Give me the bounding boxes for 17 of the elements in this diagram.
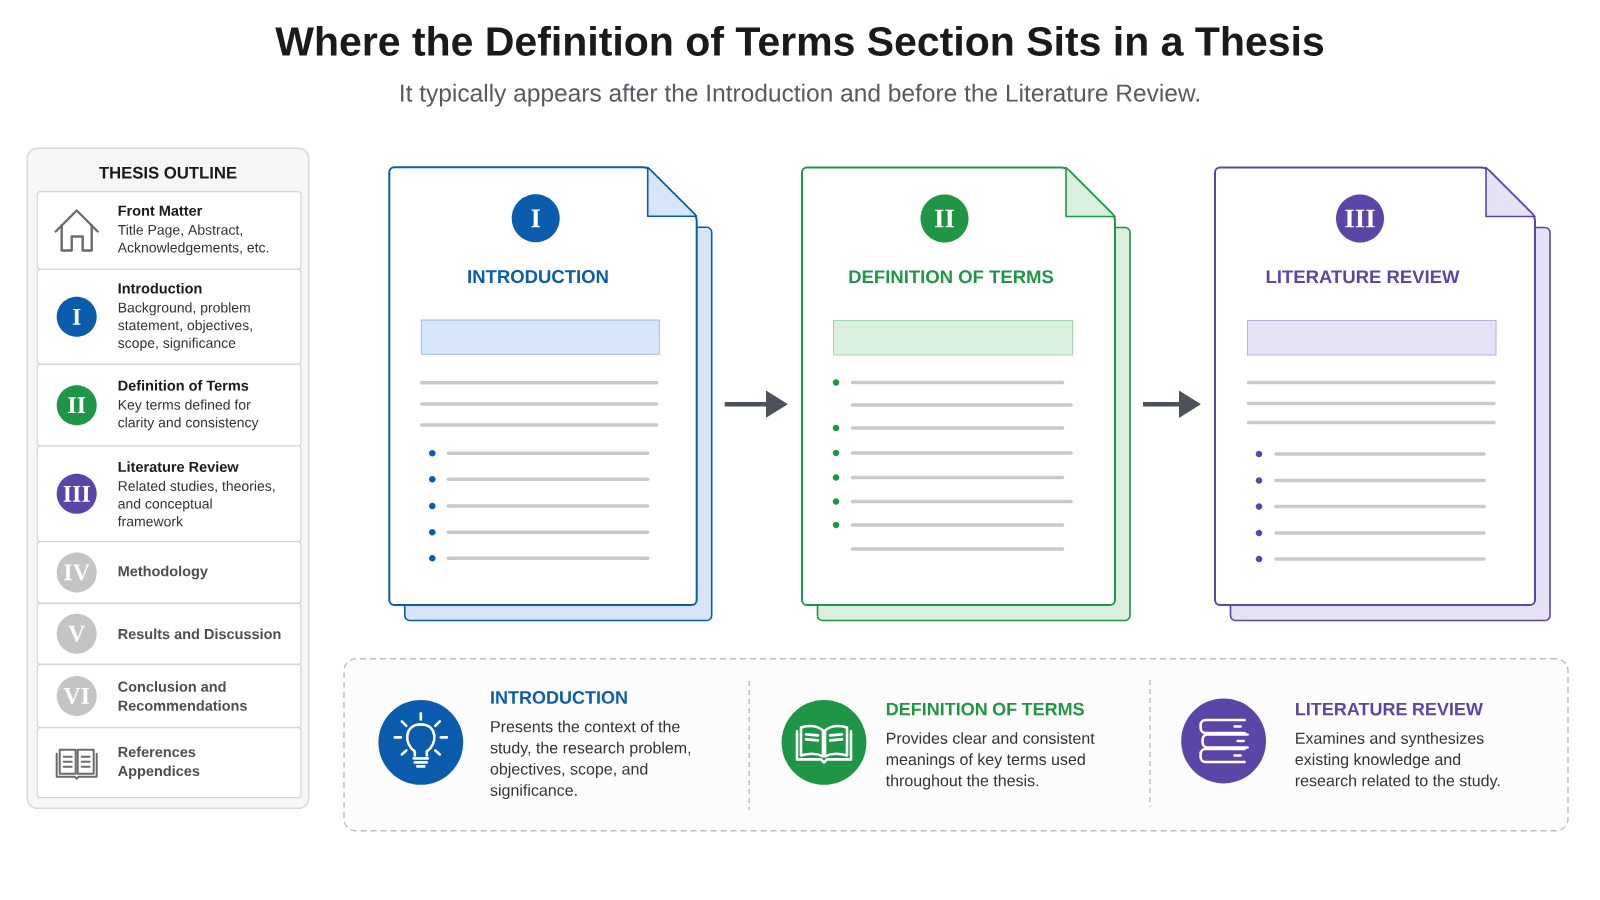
numeral-badge: II (920, 194, 969, 243)
section-description: INTRODUCTION Presents the context of the study, the research problem, objectives, scope, and significance. (490, 691, 691, 800)
section-description: DEFINITION OF TERMS Provides clear and consistent meanings of key terms used throughout the thesis. (885, 702, 1095, 790)
numeral-badge: VI (56, 676, 97, 716)
numeral-badge: III (1336, 194, 1384, 243)
numeral-badge: I (511, 194, 560, 243)
outline-row: References Appendices (36, 727, 302, 799)
numeral-badge: IV (56, 552, 97, 593)
title: Where the Definition of Terms Section Sits in a Thesis (275, 25, 1324, 56)
section-description: LITERATURE REVIEW Examines and synthesizes existing knowledge and research related to the study. (1295, 702, 1500, 790)
subtitle: It typically appears after the Introduction and before the Literature Review. (401, 83, 1199, 107)
numeral-badge: I (56, 296, 97, 337)
dashed-panel (343, 658, 1569, 832)
outline-row: Front Matter Title Page, Abstract, Acknowledgements, etc. (36, 191, 302, 270)
numeral-badge: V (56, 613, 97, 654)
numeral-badge: II (56, 385, 97, 426)
numeral-badge: III (56, 473, 97, 514)
